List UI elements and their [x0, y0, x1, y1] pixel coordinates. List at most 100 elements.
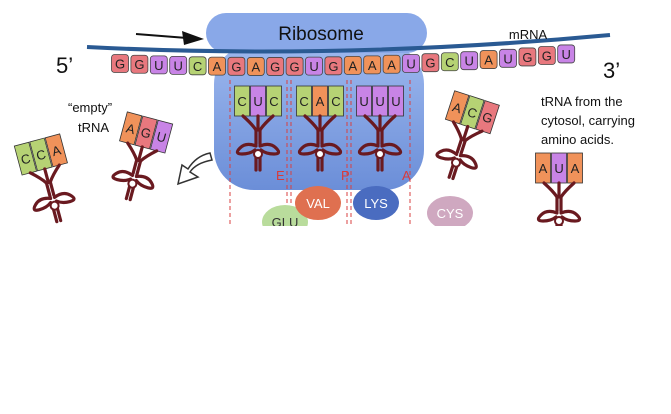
- anticodon-base: C: [234, 85, 250, 117]
- svg-text:G: G: [115, 56, 125, 71]
- anticodon-base: C: [13, 141, 38, 176]
- anticodon-base: U: [551, 152, 567, 184]
- five-prime-label: 5’: [56, 53, 73, 78]
- mrna-base: A: [343, 55, 362, 75]
- svg-text:A: A: [539, 161, 548, 176]
- anticodon-base: A: [444, 90, 470, 125]
- mrna-base: U: [149, 55, 168, 75]
- trna-cloverleaf: [435, 120, 484, 181]
- mrna-base: C: [188, 56, 207, 76]
- svg-text:LYS: LYS: [364, 196, 388, 211]
- svg-text:G: G: [522, 50, 532, 65]
- mrna-base: U: [460, 51, 479, 71]
- svg-text:C: C: [465, 104, 479, 121]
- mrna-base: G: [537, 46, 556, 65]
- svg-text:A: A: [571, 161, 580, 176]
- anticodon-base: A: [119, 111, 143, 146]
- exit-arrow: [176, 152, 213, 186]
- mrna-base: G: [324, 56, 343, 76]
- svg-text:U: U: [359, 94, 368, 109]
- svg-text:G: G: [134, 57, 144, 72]
- svg-text:A: A: [316, 94, 325, 109]
- mrna-base: U: [402, 54, 420, 73]
- svg-text:G: G: [480, 109, 494, 126]
- anticodon-base: C: [296, 85, 312, 117]
- amino-acid-glu: GLU: [262, 205, 308, 226]
- anticodon-base: U: [149, 119, 174, 154]
- mrna-base: G: [285, 56, 304, 76]
- cytosol-trna-label-line: cytosol, carrying: [541, 113, 635, 128]
- amino-acid-lys: LYS: [353, 186, 399, 220]
- svg-text:VAL: VAL: [306, 196, 330, 211]
- svg-text:C: C: [19, 151, 32, 168]
- three-prime-label: 3’: [603, 58, 620, 83]
- svg-text:A: A: [251, 59, 260, 74]
- mrna-base: G: [130, 54, 149, 74]
- svg-text:C: C: [299, 94, 308, 109]
- svg-text:C: C: [193, 59, 202, 74]
- svg-text:CYS: CYS: [437, 206, 464, 221]
- anticodon-base: U: [388, 85, 404, 117]
- mrna-strand: [86, 33, 611, 54]
- empty-trna-label-line: “empty”: [68, 100, 112, 115]
- mrna-base: A: [208, 56, 226, 76]
- cytosol-trna-label: tRNA from the cytosol, carrying amino ac…: [541, 94, 639, 147]
- svg-text:U: U: [554, 161, 563, 176]
- empty-trna-label-line: tRNA: [78, 120, 109, 135]
- svg-text:C: C: [269, 94, 278, 109]
- empty-trna-label: “empty” tRNA: [68, 100, 116, 135]
- anticodon-base: G: [134, 115, 158, 150]
- svg-text:C: C: [35, 147, 48, 164]
- mrna-base: A: [363, 55, 382, 75]
- mrna-base: G: [111, 54, 129, 73]
- svg-text:U: U: [391, 94, 400, 109]
- anticodon-base: U: [250, 85, 266, 117]
- svg-text:U: U: [174, 58, 183, 73]
- mrna-base: C: [440, 52, 459, 72]
- svg-text:G: G: [231, 59, 241, 74]
- svg-text:U: U: [562, 47, 571, 62]
- mrna-base: A: [382, 54, 401, 74]
- svg-text:A: A: [50, 142, 63, 159]
- anticodon-base: C: [29, 137, 53, 172]
- svg-text:G: G: [139, 124, 153, 141]
- amino-acid-val: VAL: [295, 186, 341, 220]
- svg-text:U: U: [309, 59, 318, 74]
- svg-text:U: U: [375, 94, 384, 109]
- svg-text:C: C: [445, 55, 454, 70]
- mrna-base: G: [227, 56, 246, 76]
- anticodon-base: U: [372, 85, 388, 117]
- anticodon-base: A: [312, 85, 328, 117]
- svg-text:G: G: [328, 59, 338, 74]
- anticodon-base: C: [328, 85, 344, 117]
- mrna-base: U: [557, 44, 576, 64]
- mrna-base: U: [305, 56, 323, 76]
- svg-text:A: A: [348, 58, 357, 73]
- svg-text:U: U: [465, 54, 474, 69]
- amino-acid-cys: CYS: [427, 196, 473, 226]
- mrna-base: G: [518, 47, 537, 67]
- svg-text:A: A: [124, 120, 137, 137]
- svg-text:U: U: [406, 57, 415, 72]
- anticodon-base: C: [266, 85, 282, 117]
- svg-text:A: A: [387, 57, 396, 72]
- svg-text:C: C: [237, 94, 246, 109]
- mrna-base: A: [246, 57, 265, 76]
- mrna-base: G: [421, 53, 440, 73]
- site-label-a: A: [402, 168, 411, 183]
- svg-text:G: G: [290, 59, 300, 74]
- svg-text:G: G: [425, 56, 435, 71]
- mrna-label: mRNA: [509, 27, 548, 42]
- anticodon-base: A: [44, 133, 68, 168]
- svg-text:U: U: [503, 51, 512, 66]
